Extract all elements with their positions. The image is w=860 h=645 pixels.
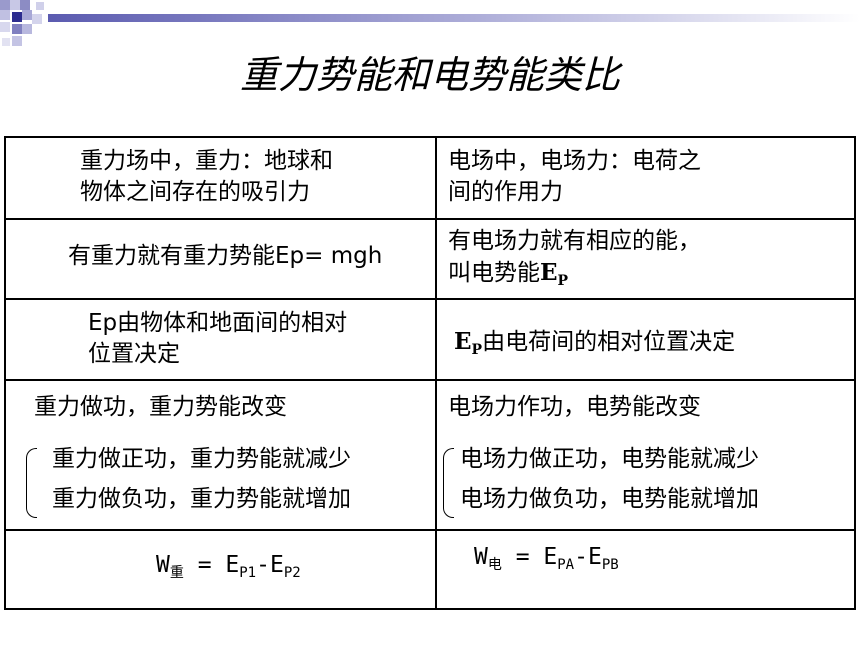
formula-part: -E bbox=[256, 552, 284, 578]
text-line: 叫电势能EP bbox=[448, 257, 701, 289]
text-span: 由电荷间的相对位置决定 bbox=[482, 329, 736, 355]
text-line: Ep由物体和地面间的相对 bbox=[88, 310, 348, 336]
gravity-potential-energy: 有重力就有重力势能Ep= mgh bbox=[68, 243, 383, 269]
formula-subscript: 电 bbox=[487, 557, 502, 573]
electric-negative-work: 电场力做负功，电势能就增加 bbox=[460, 486, 759, 512]
gravity-potential-determination: Ep由物体和地面间的相对 位置决定 bbox=[88, 308, 347, 370]
row-divider bbox=[6, 298, 854, 300]
electric-potential-determination: EP由电荷间的相对位置决定 bbox=[454, 326, 735, 358]
symbol-e: E bbox=[540, 259, 558, 286]
row-divider bbox=[6, 379, 854, 381]
formula-subscript: PA bbox=[557, 557, 575, 573]
formula-part: = E bbox=[183, 552, 240, 578]
formula-part: W bbox=[474, 544, 488, 570]
electric-potential-energy: 有电场力就有相应的能， 叫电势能EP bbox=[448, 226, 701, 289]
text-line: 间的作用力 bbox=[448, 179, 563, 205]
slide-title: 重力势能和电势能类比 bbox=[239, 53, 620, 97]
gravity-negative-work: 重力做负功，重力势能就增加 bbox=[52, 486, 351, 512]
text-line: 电场中，电场力：电荷之 bbox=[448, 148, 701, 174]
gravity-work-formula: W重 = EP1-EP2 bbox=[156, 550, 301, 581]
gravity-field-description: 重力场中，重力：地球和 物体之间存在的吸引力 bbox=[80, 146, 333, 208]
electric-work-formula: W电 = EPA-EPB bbox=[474, 542, 619, 573]
left-brace-icon bbox=[443, 448, 454, 518]
formula-subscript: PB bbox=[601, 557, 619, 573]
gravity-work-heading: 重力做功，重力势能改变 bbox=[34, 394, 287, 420]
formula-subscript: P1 bbox=[239, 565, 257, 581]
text-span: 叫电势能 bbox=[448, 260, 540, 286]
text-line: 位置决定 bbox=[88, 341, 180, 367]
formula-subscript: P2 bbox=[283, 565, 301, 581]
gravity-positive-work: 重力做正功，重力势能就减少 bbox=[52, 446, 351, 472]
row-divider bbox=[6, 218, 854, 220]
electric-work-heading: 电场力作功，电势能改变 bbox=[448, 394, 701, 420]
comparison-table: 重力场中，重力：地球和 物体之间存在的吸引力 电场中，电场力：电荷之 间的作用力… bbox=[4, 136, 856, 610]
formula-part: = E bbox=[501, 544, 558, 570]
electric-field-description: 电场中，电场力：电荷之 间的作用力 bbox=[448, 146, 701, 208]
left-brace-icon bbox=[26, 448, 37, 518]
electric-positive-work: 电场力做正功，电势能就减少 bbox=[460, 446, 759, 472]
formula-subscript: 重 bbox=[169, 565, 184, 581]
symbol-subscript: P bbox=[471, 342, 483, 358]
row-divider bbox=[6, 529, 854, 531]
symbol-e: E bbox=[454, 328, 472, 355]
text-line: 重力场中，重力：地球和 bbox=[80, 148, 333, 174]
formula-part: -E bbox=[574, 544, 602, 570]
column-divider bbox=[435, 138, 437, 608]
text-line: 有电场力就有相应的能， bbox=[448, 228, 701, 254]
symbol-subscript: P bbox=[557, 273, 569, 289]
text-line: 物体之间存在的吸引力 bbox=[80, 179, 310, 205]
formula-part: W bbox=[156, 552, 170, 578]
corner-decoration bbox=[0, 0, 860, 46]
